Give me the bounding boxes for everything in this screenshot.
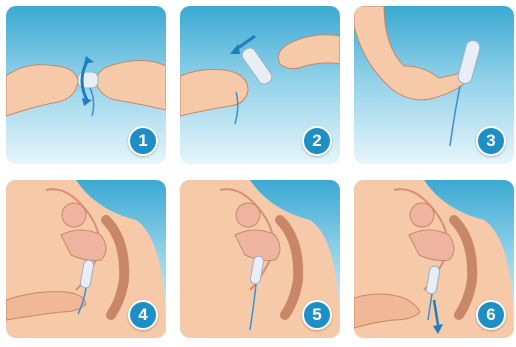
step-panel-4: 4 bbox=[6, 180, 166, 338]
step-panel-2: 2 bbox=[180, 6, 340, 164]
step-panel-6: 6 bbox=[354, 180, 514, 338]
step-number-badge: 5 bbox=[302, 300, 332, 330]
step-number-badge: 6 bbox=[476, 300, 506, 330]
step-panel-1: 1 bbox=[6, 6, 166, 164]
step-panel-5: 5 bbox=[180, 180, 340, 338]
step-number-badge: 2 bbox=[302, 126, 332, 156]
step-number-badge: 3 bbox=[476, 126, 506, 156]
step-number-badge: 4 bbox=[128, 300, 158, 330]
step-number-badge: 1 bbox=[128, 126, 158, 156]
step-panel-3: 3 bbox=[354, 6, 514, 164]
